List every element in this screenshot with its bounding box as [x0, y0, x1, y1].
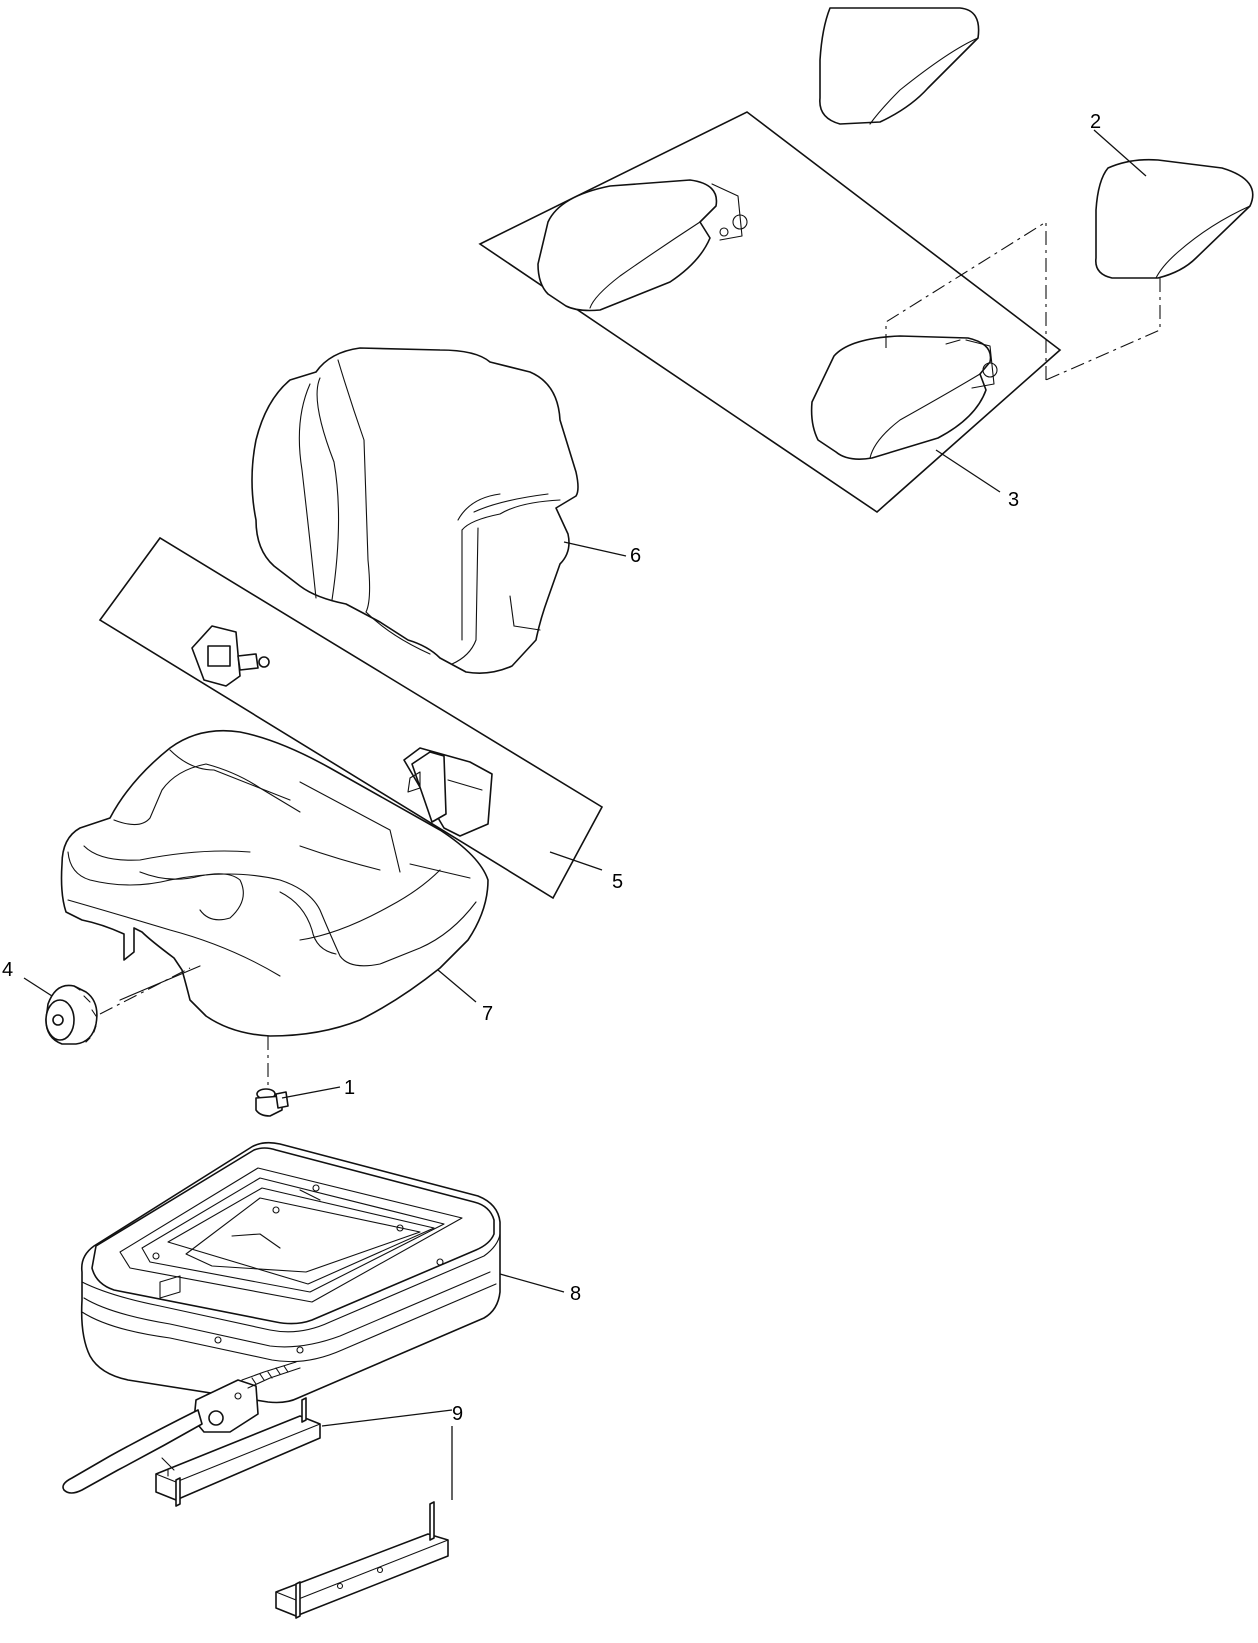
- callout-7: 7: [482, 1003, 493, 1025]
- part-8-suspension: [80, 1141, 501, 1404]
- part-3-armrest-kit: [478, 111, 1062, 514]
- callout-5: 5: [612, 871, 623, 893]
- part-5-seat-belt-kit: [98, 536, 604, 900]
- callouts: 1 2 3 4 5 6 7 8 9: [2, 111, 1101, 1425]
- part-9-seat-rails: [62, 1361, 449, 1619]
- part-1-seat-switch: [255, 1036, 289, 1117]
- leader-lines: [23, 129, 1147, 1500]
- armrest-pad-top: [819, 7, 980, 125]
- part-4-knob: [45, 967, 191, 1045]
- part-2-armrest-pad: [1095, 158, 1254, 279]
- callout-2: 2: [1090, 111, 1101, 133]
- callout-8: 8: [570, 1283, 581, 1305]
- callout-4: 4: [2, 959, 13, 981]
- part-6-seat-back: [251, 347, 579, 674]
- callout-1: 1: [344, 1077, 355, 1099]
- callout-3: 3: [1008, 489, 1019, 511]
- part-7-seat-cushion: [60, 729, 489, 1037]
- callout-6: 6: [630, 545, 641, 567]
- callout-9: 9: [452, 1403, 463, 1425]
